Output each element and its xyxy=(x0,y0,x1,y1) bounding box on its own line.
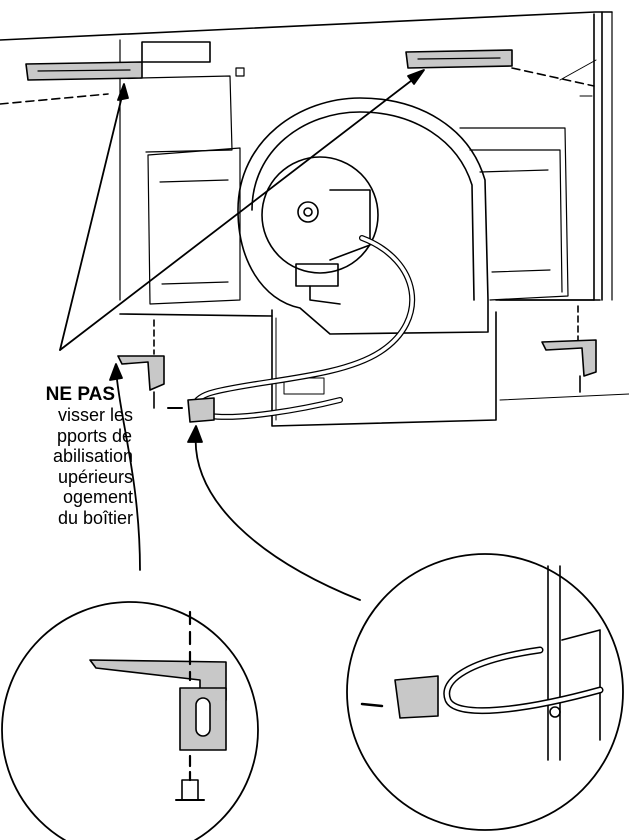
callout-title: NE PAS xyxy=(45,384,115,405)
callout-line-3: abilisation xyxy=(52,446,133,466)
cable-bracket-small xyxy=(187,397,215,423)
upper-bracket-left xyxy=(0,61,143,105)
detail-circle-right xyxy=(346,553,624,831)
blower-fan-icon xyxy=(237,97,489,335)
callout-line-6: du boîtier xyxy=(57,507,133,528)
junction-box xyxy=(119,299,629,427)
detail-circle-left xyxy=(1,601,259,840)
cabinet-panel xyxy=(0,11,613,301)
callout-line-2: pports de xyxy=(56,425,132,446)
callout-line-4: upérieurs xyxy=(57,466,133,487)
lower-bracket-right xyxy=(541,305,597,393)
lower-bracket-left xyxy=(117,319,165,409)
upper-bracket-right xyxy=(405,49,595,87)
leader-arrows xyxy=(59,69,425,601)
callout-line-5: ogement xyxy=(62,487,133,507)
power-cable xyxy=(191,235,416,420)
inner-panels xyxy=(139,67,569,305)
callout-line-1: visser les xyxy=(57,405,133,425)
do-not-screw-callout: NE PAS visser les pports de abilisation … xyxy=(0,384,629,528)
